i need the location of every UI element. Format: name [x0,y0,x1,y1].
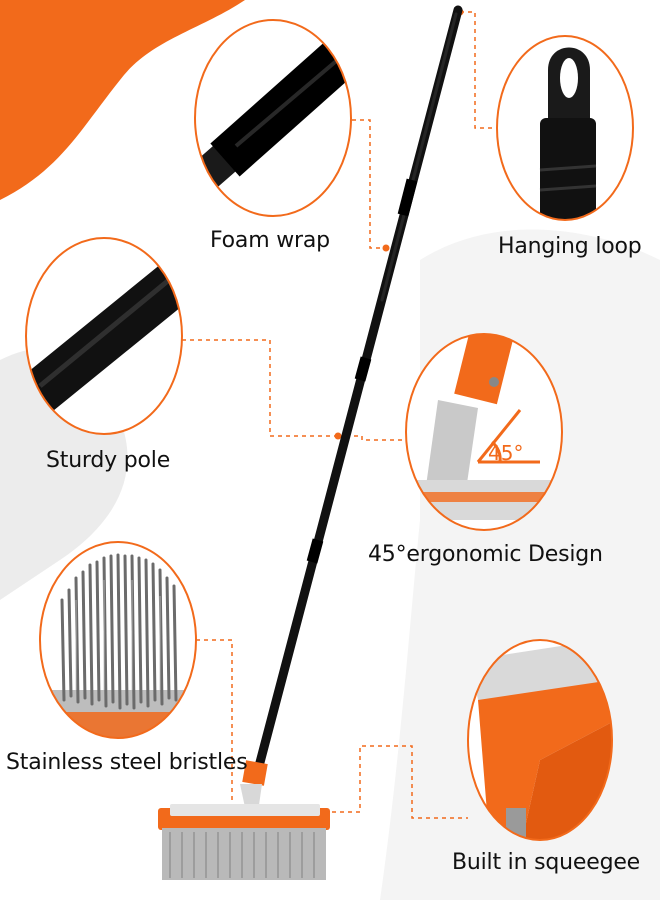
angle-joint-closeup: 45° [405,333,563,531]
orange-corner-shape [0,0,245,200]
squeegee-closeup [467,639,613,841]
brush-head [158,760,330,880]
hanging-loop-closeup [496,35,634,221]
connector-lines [182,11,492,851]
foam-wrap-label: Foam wrap [210,228,330,253]
angle-marker: 45° [488,441,523,465]
squeegee-label: Built in squeegee [452,850,641,875]
ergonomic-label: 45°ergonomic Design [368,542,603,567]
bristles-closeup [39,541,197,739]
foam-wrap-dot [382,244,390,252]
foam-wrap-closeup [194,19,352,217]
hanging-loop-label: Hanging loop [498,234,642,259]
sturdy-pole-dot [334,432,342,440]
brush-pole [253,5,463,775]
pole-closeup [25,237,183,435]
sturdy-pole-label: Sturdy pole [46,448,171,473]
bristles-label: Stainless steel bristles [6,750,248,775]
